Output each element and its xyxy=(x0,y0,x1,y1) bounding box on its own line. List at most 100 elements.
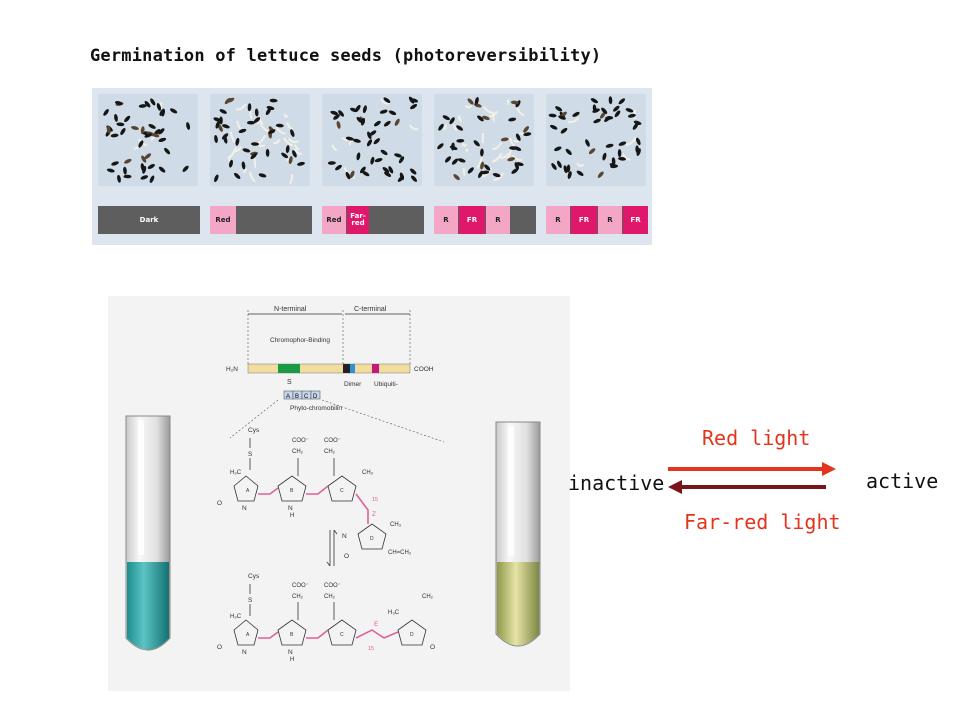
lettuce-seed xyxy=(222,124,230,129)
n-terminal-label: N-terminal xyxy=(274,306,307,313)
lettuce-seed xyxy=(510,100,519,105)
seed-dish-5 xyxy=(546,94,646,186)
lettuce-seed xyxy=(383,120,391,127)
lettuce-seed xyxy=(394,118,400,126)
svg-text:B: B xyxy=(295,394,299,400)
svg-text:Cys: Cys xyxy=(248,427,260,434)
photoconversion-arrows xyxy=(668,462,836,494)
lettuce-seed xyxy=(114,101,123,105)
active-label: active xyxy=(866,469,939,493)
lettuce-seed xyxy=(251,142,259,146)
lettuce-seed xyxy=(513,146,522,151)
lettuce-seed xyxy=(500,137,509,142)
lettuce-seed xyxy=(156,103,162,111)
lettuce-seed xyxy=(617,149,622,158)
lettuce-seed xyxy=(140,126,145,135)
lettuce-seed xyxy=(563,165,568,174)
lettuce-seed xyxy=(123,174,132,179)
svg-text:N: N xyxy=(288,505,293,512)
phytochrome-panel xyxy=(108,296,570,691)
lettuce-seed xyxy=(117,174,121,183)
lettuce-seed xyxy=(362,171,370,177)
lettuce-seed xyxy=(253,117,261,124)
svg-text:D: D xyxy=(313,394,318,400)
seedling-sprout xyxy=(235,103,247,111)
segment-far-red: FR xyxy=(571,206,597,234)
lettuce-seed xyxy=(593,118,601,124)
seedling-sprout xyxy=(275,126,286,135)
lettuce-seed xyxy=(480,148,484,157)
lettuce-seed xyxy=(380,149,388,156)
seedling-sprout xyxy=(283,137,294,147)
dimer-label: Dimer xyxy=(344,381,362,388)
lettuce-seed xyxy=(477,115,484,122)
lettuce-seed xyxy=(235,137,240,146)
lettuce-seed xyxy=(114,113,118,122)
svg-text:S: S xyxy=(287,379,292,386)
germination-panel: Dark Red Red Far-red R FR R R FR R FR xyxy=(92,88,652,245)
seedling-sprout xyxy=(462,167,466,177)
lettuce-seed xyxy=(234,172,241,179)
lettuce-seed xyxy=(140,175,149,180)
svg-text:Z: Z xyxy=(372,511,376,518)
phytochromobilin-label: Phyto-chromobilin xyxy=(290,405,342,412)
lettuce-seed xyxy=(149,175,155,183)
svg-text:N: N xyxy=(342,533,347,540)
svg-text:H: H xyxy=(290,657,294,663)
lettuce-seed xyxy=(478,170,483,178)
seedling-sprout xyxy=(457,115,463,122)
svg-text:15: 15 xyxy=(368,646,374,652)
svg-text:O: O xyxy=(217,500,222,507)
segment-red: R xyxy=(598,206,622,234)
red-light-label: Red light xyxy=(702,426,811,450)
seedling-sprout xyxy=(481,133,485,144)
seedling-sprout xyxy=(232,145,243,153)
lettuce-seed xyxy=(106,125,111,134)
lettuce-seed xyxy=(444,156,452,163)
svg-text:C: C xyxy=(304,394,309,400)
lettuce-seed xyxy=(507,157,516,162)
lettuce-seed xyxy=(297,161,305,166)
svg-text:A: A xyxy=(246,632,250,638)
lettuce-seed xyxy=(473,103,482,108)
lettuce-seed xyxy=(449,117,455,125)
svg-text:H₃C: H₃C xyxy=(230,614,242,620)
svg-text:O: O xyxy=(217,644,222,651)
lettuce-seed xyxy=(290,129,295,137)
lettuce-seed xyxy=(250,153,257,160)
seedling-sprout xyxy=(482,105,495,114)
lettuce-seed xyxy=(123,166,127,175)
lettuce-seed xyxy=(572,111,580,117)
lettuce-seed xyxy=(451,158,459,165)
svg-text:CH₂: CH₂ xyxy=(292,449,304,455)
lettuce-seed xyxy=(618,156,626,161)
segment-far-red: FR xyxy=(459,206,485,234)
lettuce-seed xyxy=(602,152,607,161)
seedling-sprout xyxy=(492,142,503,150)
lettuce-seed xyxy=(551,163,557,170)
ubiquitin-domain xyxy=(372,364,379,373)
seedling-sprout xyxy=(452,124,458,131)
far-red-light-arrow xyxy=(668,480,826,494)
segment-red: Red xyxy=(210,206,236,234)
lettuce-seed xyxy=(548,113,557,118)
svg-text:B: B xyxy=(290,488,294,494)
lettuce-seed xyxy=(554,146,562,152)
svg-text:S: S xyxy=(248,597,253,604)
lettuce-seed xyxy=(221,133,229,140)
lettuce-seed xyxy=(382,167,390,173)
lettuce-seed xyxy=(618,98,626,105)
lettuce-seed xyxy=(158,128,165,135)
lettuce-seed xyxy=(247,120,255,125)
lettuce-seed xyxy=(369,130,377,136)
treatment-strip-4: R FR R xyxy=(434,206,536,234)
lettuce-seed xyxy=(635,137,641,146)
lettuce-seed xyxy=(467,167,474,174)
svg-text:CH₂: CH₂ xyxy=(292,594,304,600)
seed-dish-1 xyxy=(98,94,198,186)
lettuce-seed xyxy=(141,155,147,163)
seedling-sprout xyxy=(272,138,281,145)
lettuce-seed xyxy=(456,125,464,131)
segment-red: Red xyxy=(322,206,346,234)
lettuce-seed xyxy=(142,165,147,174)
